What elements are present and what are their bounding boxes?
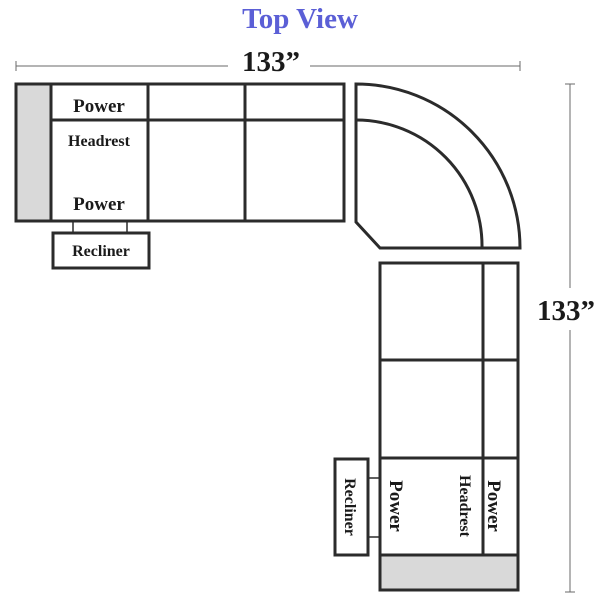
right-recliner-label: Recliner [341, 478, 358, 536]
right-section-outline [378, 261, 520, 592]
left-power-recline-label: Power [73, 194, 125, 215]
right-headrest-label: Headrest [456, 475, 473, 538]
left-section [14, 82, 346, 223]
right-power-headrest-label: Power [483, 480, 504, 532]
depth-dimension: 133” [537, 83, 595, 593]
left-power-headrest-label: Power [73, 96, 125, 117]
left-arm [14, 82, 53, 223]
left-section-outline [14, 82, 346, 223]
width-dimension-label: 133” [242, 46, 300, 78]
left-headrest-label: Headrest [68, 133, 131, 150]
diagram-title: Top View [242, 3, 358, 35]
depth-dimension-label: 133” [537, 295, 595, 327]
right-arm [378, 553, 520, 592]
left-recliner-footrest [51, 221, 151, 270]
right-recliner-footrest [333, 457, 380, 557]
right-power-recline-label: Power [385, 480, 406, 532]
right-section [378, 261, 520, 592]
left-recliner-label: Recliner [72, 243, 130, 260]
corner-wedge [354, 82, 522, 250]
width-dimension: 133” [15, 46, 521, 78]
